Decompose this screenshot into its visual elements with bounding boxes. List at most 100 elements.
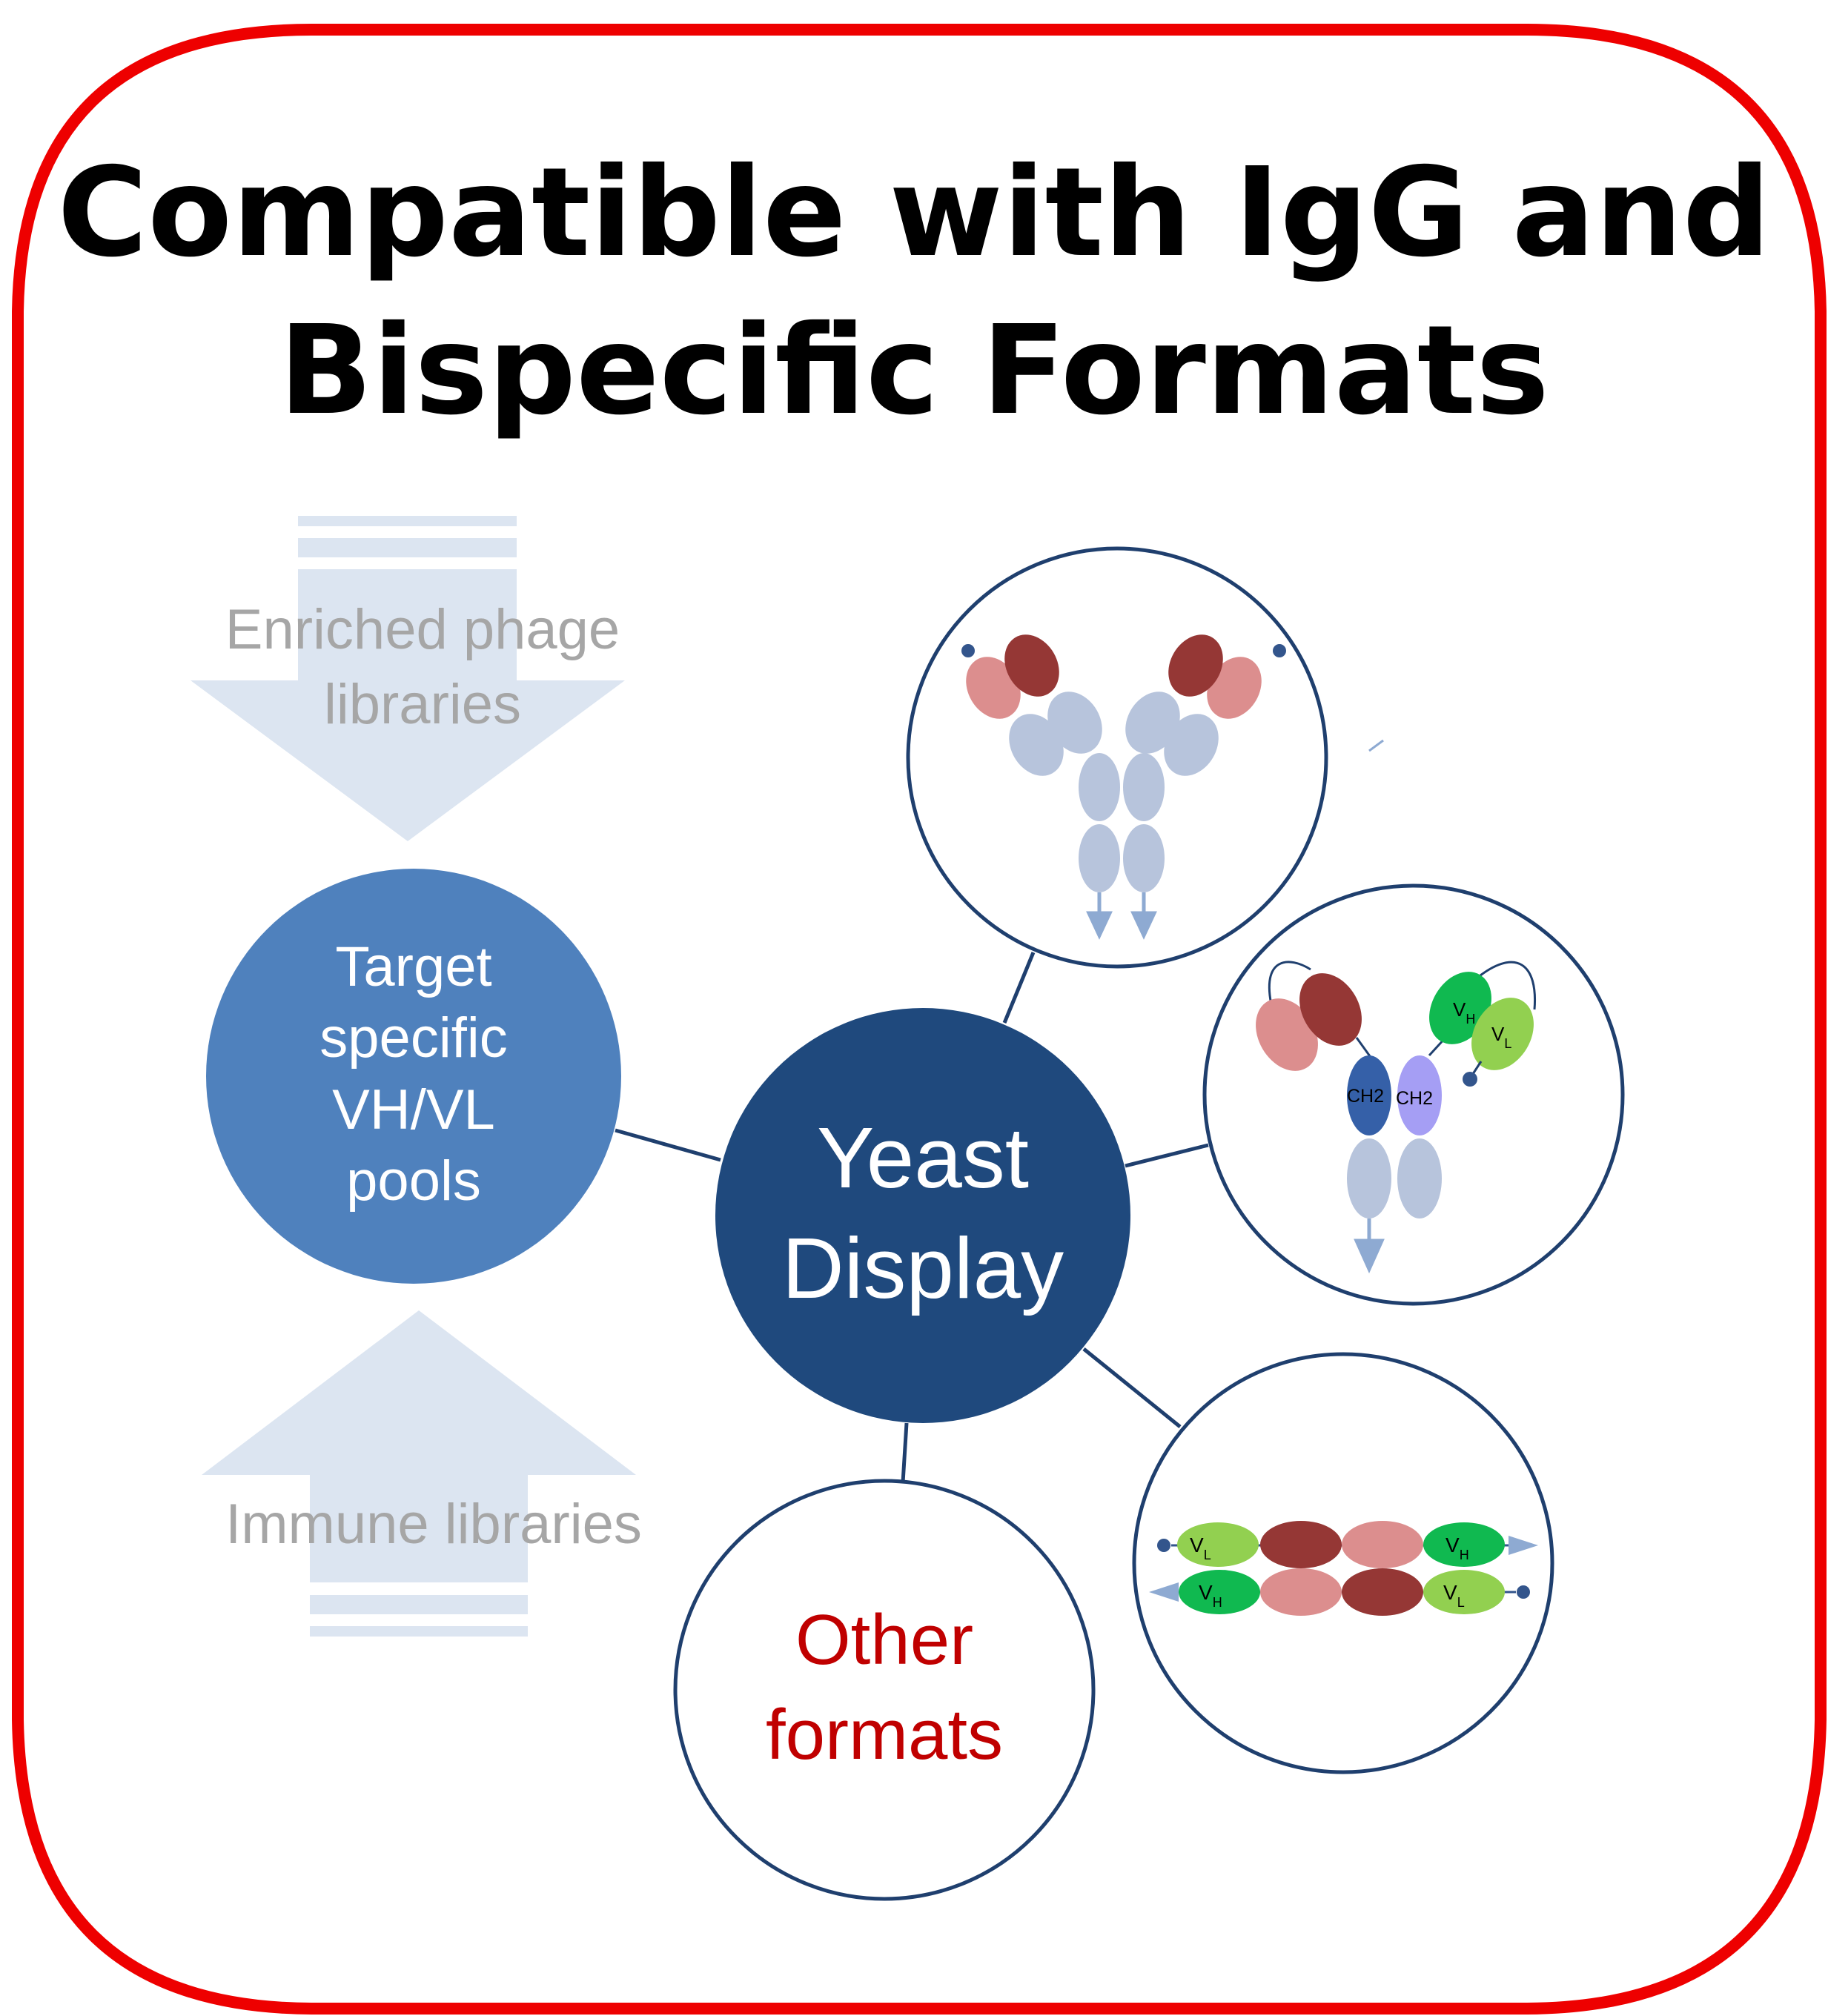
vh-label: VH (1453, 998, 1475, 1027)
ch2-label: CH2 (1347, 1086, 1384, 1107)
arrow-stripe (298, 516, 517, 526)
vl-label: VL (1443, 1581, 1465, 1610)
light-chain-domain (1260, 1568, 1342, 1616)
outer-frame (11, 24, 1827, 2015)
arrow-stripe (310, 1626, 528, 1637)
connector-igg (1002, 952, 1036, 1024)
target-pool-label-line-3: VH/VL (332, 1078, 495, 1141)
linker-dot (1273, 644, 1286, 657)
vl-subscript: L (1457, 1595, 1465, 1610)
anchor-arrow-icon (1086, 892, 1157, 940)
linker-loop (1268, 961, 1311, 1009)
tandem-format-circle (1132, 1352, 1554, 1774)
vl-subscript: L (1204, 1548, 1211, 1562)
other-formats-label-line-1: Other (795, 1600, 973, 1680)
connector-other (901, 1422, 909, 1483)
vl-domain (1423, 1570, 1505, 1614)
chain-arrow-left (1149, 1582, 1179, 1602)
vl-letter: V (1491, 1023, 1505, 1045)
bispecific-format-node: CH2 CH2 VH VL (1202, 883, 1625, 1306)
target-pool-node: Target specific VH/VL pools (206, 869, 621, 1284)
ch2-domain-dark (1347, 1055, 1391, 1135)
tandem-format-node: VL VH VH VL (1132, 1352, 1554, 1774)
target-pool-label-line-4: pools (346, 1150, 481, 1213)
igg-format-circle (906, 546, 1328, 969)
yeast-display-label-line-1: Yeast (817, 1110, 1029, 1206)
light-constant-domain (1009, 714, 1064, 776)
igg-format-node (906, 546, 1328, 969)
vh-letter: V (1453, 998, 1466, 1021)
vh-domain (1179, 1570, 1260, 1614)
heavy-chain-variable-domain (1004, 634, 1059, 697)
light-chain-domain (966, 657, 1021, 719)
vh-subscript: H (1213, 1595, 1222, 1610)
connector-pool (615, 1128, 721, 1162)
enriched-phage-label-line-1: Enriched phage (225, 598, 620, 661)
yeast-display-circle (715, 1008, 1130, 1423)
light-chain-domain (1207, 657, 1262, 719)
arrow-stripe (298, 538, 517, 557)
down-arrow-shape (191, 569, 625, 841)
vl-label: VL (1190, 1533, 1211, 1562)
linker-loop (1480, 961, 1537, 1010)
vh-label: VH (1445, 1533, 1469, 1562)
immune-libraries-label: Immune libraries (225, 1493, 642, 1556)
vl-subscript: L (1504, 1036, 1511, 1051)
target-pool-label-line-1: Target (335, 935, 491, 998)
vh-subscript: H (1460, 1548, 1469, 1562)
vh-subscript: H (1466, 1012, 1475, 1027)
igg-antibody-icon (961, 634, 1286, 940)
up-arrow-shape (202, 1310, 636, 1582)
connector-lines (615, 952, 1209, 1483)
fc-domain (1347, 1138, 1391, 1218)
other-formats-node: Other formats (673, 1479, 1096, 1901)
fc-domain (1079, 753, 1120, 821)
ch2-domain-light (1397, 1055, 1442, 1135)
vh-label: VH (1199, 1581, 1222, 1610)
tandem-chain-icon: VL VH VH VL (1149, 1521, 1538, 1616)
vl-letter: V (1443, 1581, 1457, 1604)
other-formats-circle (673, 1479, 1096, 1901)
anchor-arrow-icon (1354, 1218, 1385, 1274)
target-pool-label-line-2: specific (319, 1007, 507, 1070)
fc-domain (1397, 1138, 1442, 1218)
light-chain-domain (1256, 998, 1318, 1071)
chain-arrow-right (1509, 1536, 1538, 1555)
heavy-constant-domain (1047, 692, 1102, 754)
yeast-display-label-line-2: Display (782, 1220, 1064, 1316)
yeast-display-node: Yeast Display (715, 1008, 1130, 1423)
linker-dot (961, 644, 975, 657)
ch2-label: CH2 (1396, 1088, 1433, 1109)
vl-label: VL (1491, 1023, 1511, 1051)
bispecific-antibody-icon: CH2 CH2 VH VL (1256, 961, 1537, 1274)
page-title-line-1: Compatible with IgG and (57, 142, 1771, 285)
arrow-stripe (310, 1595, 528, 1614)
vl-letter: V (1190, 1533, 1204, 1556)
linker-dot (1517, 1585, 1530, 1599)
heavy-constant-domain (1125, 692, 1180, 754)
linker-dot (1463, 1072, 1477, 1087)
vh-letter: V (1199, 1581, 1213, 1604)
heavy-chain-variable-domain (1342, 1568, 1423, 1616)
fc-domain (1079, 824, 1120, 892)
vh-letter: V (1445, 1533, 1460, 1556)
light-chain-domain (1342, 1521, 1423, 1568)
vl-domain (1471, 998, 1534, 1070)
heavy-chain-variable-domain (1299, 973, 1362, 1046)
stray-tick-mark (1368, 739, 1384, 752)
connector-tandem (1082, 1347, 1182, 1428)
vl-domain (1177, 1522, 1259, 1567)
heavy-chain-variable-domain (1260, 1521, 1342, 1568)
fc-domain (1123, 824, 1165, 892)
other-formats-label-line-2: formats (766, 1695, 1003, 1774)
vh-domain (1423, 1522, 1505, 1567)
linker-dot (1157, 1539, 1170, 1552)
light-constant-domain (1164, 714, 1219, 776)
fc-domain (1123, 753, 1165, 821)
heavy-chain-variable-domain (1168, 634, 1223, 697)
target-pool-circle (206, 869, 621, 1284)
connector-bispecific (1125, 1143, 1209, 1168)
immune-libraries-arrow: Immune libraries (202, 1310, 642, 1637)
